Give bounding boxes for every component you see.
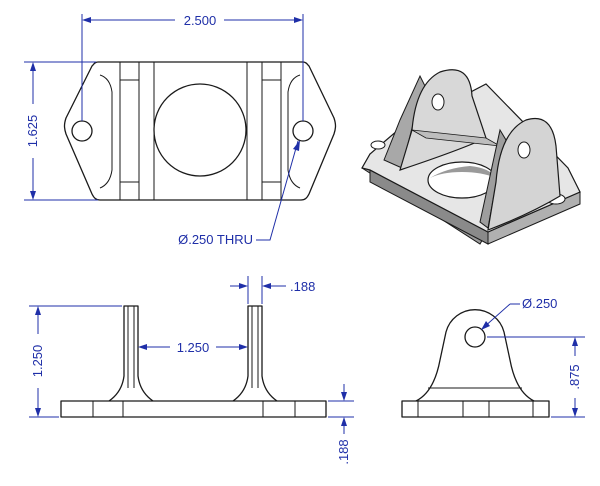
side-view-ear: [415, 309, 535, 402]
dim-base-thickness: .188: [328, 384, 354, 465]
dim-front-spacing: 1.250: [138, 340, 248, 355]
dim-top-height-label: 1.625: [25, 115, 40, 148]
front-view: [60, 305, 327, 418]
dim-ear-thickness: .188: [230, 276, 315, 304]
dim-top-width-label: 2.500: [184, 13, 217, 28]
top-view-outline: [63, 61, 337, 201]
dim-side-hole-height-label: .875: [567, 364, 582, 389]
dim-side-hole: Ø.250: [481, 296, 557, 330]
dim-top-width: 2.500: [81, 13, 304, 121]
side-view-pin-hole: [464, 326, 486, 348]
top-view-fillet: [99, 74, 113, 189]
iso-mount-hole-back: [370, 140, 386, 150]
dim-front-spacing-label: 1.250: [177, 340, 210, 355]
mount-hole-right: [292, 120, 314, 142]
top-view-fillet: [287, 74, 301, 189]
iso-front-ear-hole: [517, 141, 531, 159]
iso-bore-wall: [430, 166, 496, 178]
iso-back-ear-hole: [431, 93, 445, 111]
dim-base-thickness-label: .188: [336, 439, 351, 464]
front-view-ear-left: [108, 305, 154, 402]
iso-front-ear-face: [487, 118, 561, 231]
mount-hole-left: [71, 120, 93, 142]
dim-front-height-label: 1.250: [30, 345, 45, 378]
front-view-base: [60, 400, 327, 418]
dim-side-hole-height: .875: [487, 336, 585, 418]
dim-side-hole-label: Ø.250: [522, 296, 557, 311]
side-view-base: [401, 400, 550, 418]
side-view: [401, 309, 550, 418]
dim-thru-hole-label: Ø.250 THRU: [178, 232, 253, 247]
iso-back-ear-face: [399, 69, 487, 171]
dim-ear-thickness-label: .188: [290, 279, 315, 294]
isometric-view: [361, 69, 581, 245]
center-bore: [153, 83, 247, 177]
top-view: [63, 61, 337, 201]
dim-thru-hole: Ø.250 THRU: [178, 140, 300, 247]
dim-front-height: 1.250: [29, 305, 122, 418]
front-view-ear-right: [232, 305, 278, 402]
dim-top-height: 1.625: [24, 61, 98, 201]
